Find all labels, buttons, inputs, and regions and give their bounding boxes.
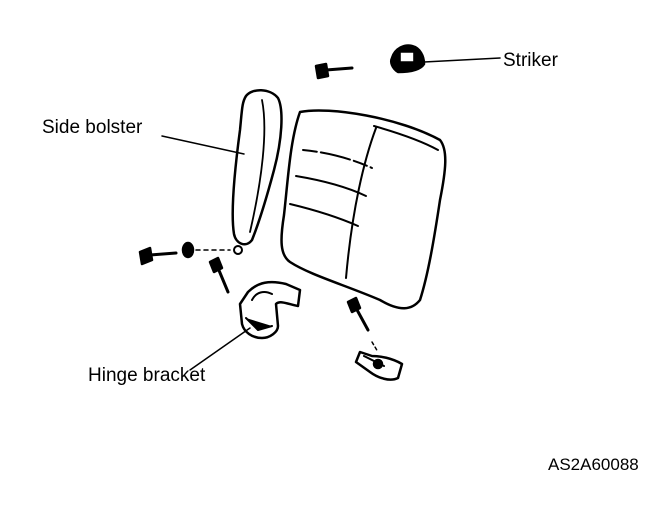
side-bolster-leader xyxy=(161,135,245,155)
figure-code: AS2A60088 xyxy=(548,455,639,474)
bolster-bolt xyxy=(138,241,231,266)
striker-assembly xyxy=(314,44,426,80)
side-bolster-label: Side bolster xyxy=(42,117,143,138)
hinge-bracket-label: Hinge bracket xyxy=(88,365,206,386)
hinge-bracket-leader xyxy=(189,327,251,371)
callout-leaders xyxy=(161,57,501,371)
seat-back-cushion xyxy=(280,109,447,310)
lower-striker-assembly xyxy=(346,296,404,381)
hinge-bracket xyxy=(208,256,302,340)
side-bolster xyxy=(231,89,283,255)
striker-leader xyxy=(423,57,501,63)
striker-label: Striker xyxy=(503,50,558,71)
